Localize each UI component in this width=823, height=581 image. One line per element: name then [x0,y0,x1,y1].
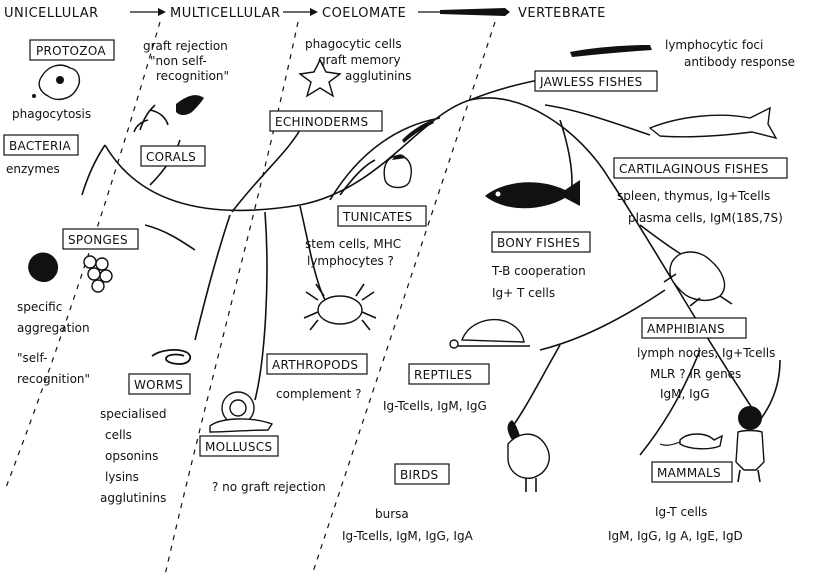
starfish-icon [298,58,342,98]
note-sponges-2: aggregation [17,321,90,335]
note-mammals-1: Ig-T cells [655,505,707,519]
label-molluscs: MOLLUSCS [205,440,272,454]
stage-unicellular: UNICELLULAR [4,6,99,21]
label-bony-fishes: BONY FISHES [497,236,580,250]
note-mammals-2: IgM, IgG, Ig A, IgE, IgD [608,529,743,543]
label-worms: WORMS [134,378,183,392]
label-amphibians: AMPHIBIANS [647,322,725,336]
worm-icon [151,349,192,365]
note-birds-2: Ig-Tcells, IgM, IgG, IgA [342,529,474,543]
label-jawless-fishes: JAWLESS FISHES [539,75,643,89]
note-enzymes: enzymes [6,162,60,176]
note-reptiles: Ig-Tcells, IgM, IgG [383,399,487,413]
stage-multicellular: MULTICELLULAR [170,6,281,21]
note-cartilaginous-1: spleen, thymus, Ig+Tcells [617,189,770,203]
note-amphibians-2: MLR ? IR genes [650,367,741,381]
note-arthropods: complement ? [276,387,362,401]
coral-icon [133,95,204,133]
mouse-icon [659,433,723,450]
snail-icon [209,391,274,433]
note-jawless-1: lymphocytic foci [665,38,763,52]
sponge-icon [28,252,113,293]
label-corals: CORALS [146,150,196,164]
label-reptiles: REPTILES [414,368,472,382]
note-worms-2: cells [105,428,132,442]
label-mammals: MAMMALS [657,466,721,480]
chicken-icon [507,420,550,492]
note-amphibians-3: IgM, IgG [660,387,710,401]
label-bacteria: BACTERIA [9,139,71,153]
note-bony-1: T-B cooperation [491,264,586,278]
label-sponges: SPONGES [68,233,128,247]
note-sponges-4: recognition" [17,372,90,386]
group-labels: PROTOZOA BACTERIA CORALS SPONGES WORMS M… [3,39,788,485]
illustrations [28,45,778,492]
note-tunicates-1: stem cells, MHC [305,237,401,251]
stage-bar: UNICELLULAR MULTICELLULAR COELOMATE VERT… [4,6,606,21]
note-tunicates-2: lymphocytes ? [307,254,394,268]
note-graft-rejection-3: recognition" [156,69,229,83]
note-bony-2: Ig+ T cells [492,286,555,300]
note-echinoderms-1: phagocytic cells [305,37,402,51]
note-sponges-3: "self- [17,351,47,365]
frog-icon [663,251,733,307]
note-cartilaginous-2: plasma cells, IgM(18S,7S) [628,211,783,225]
label-echinoderms: ECHINODERMS [275,115,368,129]
label-protozoa: PROTOZOA [36,44,106,58]
note-worms-4: lysins [105,470,139,484]
note-jawless-2: antibody response [684,55,795,69]
label-tunicates: TUNICATES [342,210,413,224]
label-birds: BIRDS [400,468,438,482]
note-worms-5: agglutinins [100,491,166,505]
note-phagocytosis: phagocytosis [12,107,91,121]
bony-fish-icon [485,180,580,209]
label-arthropods: ARTHROPODS [272,358,358,372]
note-graft-rejection-1: graft rejection [143,39,228,53]
crab-icon [303,283,377,331]
shark-icon [648,106,778,140]
note-echinoderms-2: graft memory [318,53,401,67]
note-sponges-1: specific [17,300,62,314]
note-worms-1: specialised [100,407,166,421]
astronaut-icon [735,406,765,483]
note-graft-rejection-2: "non self- [150,54,207,68]
annotations: phagocytosis enzymes graft rejection "no… [6,37,795,543]
lamprey-icon [570,45,652,57]
tunicate-icon [383,155,412,189]
label-cartilaginous-fishes: CARTILAGINOUS FISHES [619,162,769,176]
stage-vertebrate: VERTEBRATE [518,6,606,21]
note-amphibians-1: lymph nodes, Ig+Tcells [637,346,775,360]
note-echinoderms-3: agglutinins [345,69,411,83]
note-no-graft-rejection: ? no graft rejection [212,480,326,494]
echinoderm-tip-icon [402,120,434,143]
turtle-icon [449,318,530,349]
stage-coelomate: COELOMATE [322,6,406,21]
note-birds-1: bursa [375,507,409,521]
note-worms-3: opsonins [105,449,158,463]
